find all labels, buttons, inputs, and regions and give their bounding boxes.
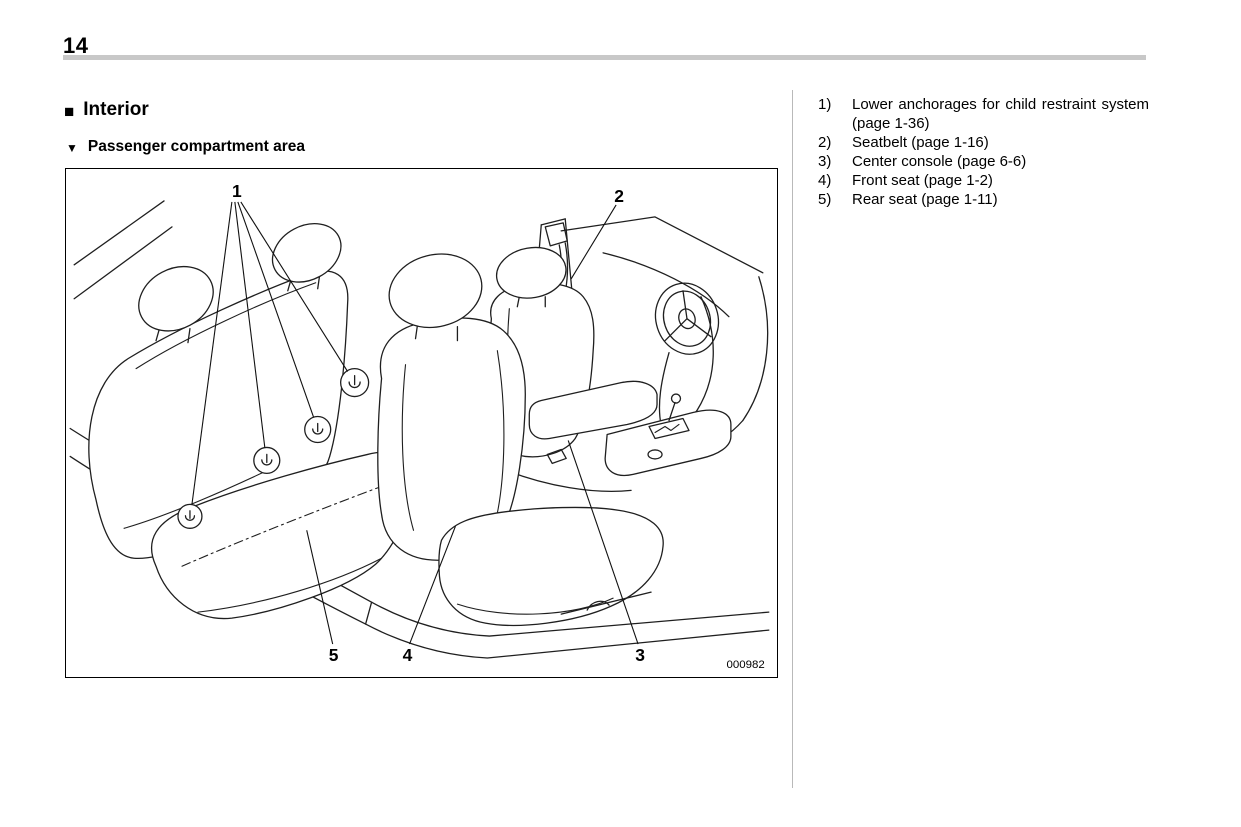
- steering-wheel: [654, 282, 720, 426]
- subsection-title-label: Passenger compartment area: [87, 138, 305, 155]
- header-rule: [63, 55, 1146, 60]
- section-title-label: Interior: [83, 99, 149, 120]
- center-console: [604, 393, 732, 476]
- callout-1: 1: [232, 181, 242, 201]
- leader-lines: [191, 201, 639, 645]
- passenger-compartment-figure: 1 2 3 4 5 000982: [65, 168, 778, 678]
- legend-item: 2) Seatbelt (page 1-16): [818, 133, 1149, 152]
- callout-3: 3: [635, 645, 645, 665]
- subsection-title: ▼ Passenger compartment area: [66, 138, 305, 156]
- anchor-markers: [177, 367, 370, 529]
- rear-seat: [88, 223, 413, 620]
- callout-4: 4: [403, 645, 413, 665]
- figure-code: 000982: [727, 659, 765, 671]
- legend-item: 4) Front seat (page 1-2): [818, 171, 1149, 190]
- compartment-illustration: 1 2 3 4 5 000982: [69, 181, 770, 671]
- column-divider: [792, 90, 793, 788]
- legend-item-text: Front seat (page 1-2): [852, 172, 993, 189]
- legend-item-text: Lower anchorages for child restraint sys…: [852, 96, 1149, 132]
- legend-item-number: 4): [818, 172, 832, 189]
- figure-legend: 1) Lower anchorages for child restraint …: [818, 95, 1149, 209]
- legend-item-text: Rear seat (page 1-11): [852, 191, 998, 208]
- legend-item-number: 2): [818, 134, 832, 151]
- legend-item-text: Center console (page 6-6): [852, 153, 1027, 170]
- callout-5: 5: [329, 645, 339, 665]
- page-number: 14: [63, 33, 89, 58]
- legend-item: 1) Lower anchorages for child restraint …: [818, 95, 1149, 133]
- legend-item: 3) Center console (page 6-6): [818, 152, 1149, 171]
- legend-item-number: 3): [818, 153, 832, 170]
- triangle-marker-icon: ▼: [66, 141, 78, 155]
- legend-item-text: Seatbelt (page 1-16): [852, 134, 989, 151]
- legend-item-number: 1): [818, 96, 832, 113]
- callout-2: 2: [614, 186, 624, 206]
- square-marker-icon: ■: [64, 101, 75, 121]
- front-seat: [377, 253, 664, 627]
- legend-item-number: 5): [818, 191, 832, 208]
- legend-item: 5) Rear seat (page 1-11): [818, 190, 1149, 209]
- section-title: ■ Interior: [64, 99, 149, 121]
